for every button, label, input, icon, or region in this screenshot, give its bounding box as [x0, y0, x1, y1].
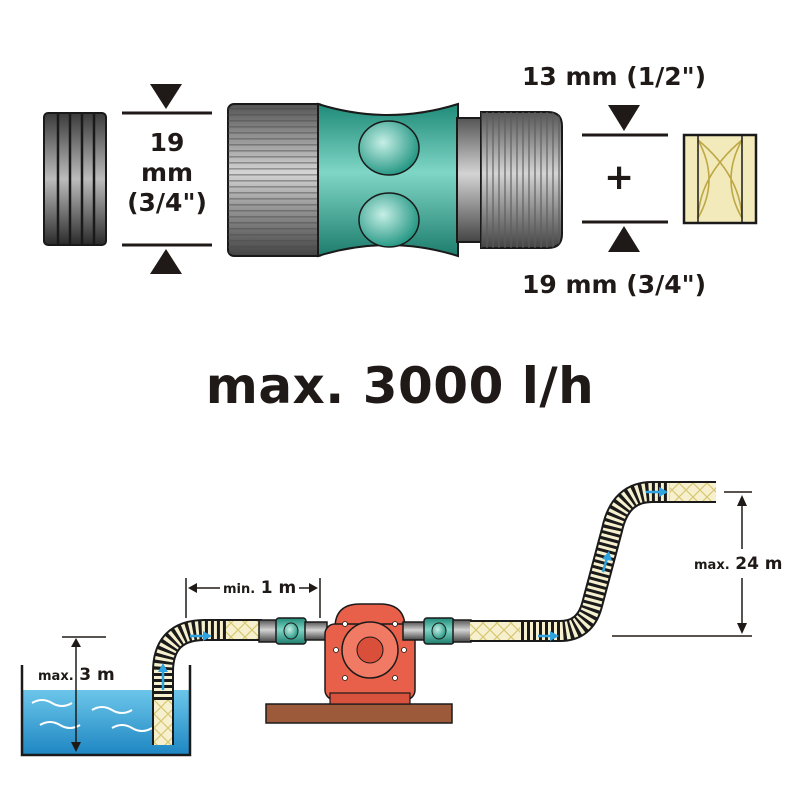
- pump-body: [324, 603, 416, 705]
- suction-value: 3 m: [79, 665, 115, 685]
- delivery-hose: [470, 481, 716, 642]
- flow-arrows: [158, 487, 668, 690]
- coupling-teal-body: [317, 102, 459, 258]
- suction-height-label: max. 3 m: [38, 665, 115, 685]
- suction-prefix: max.: [38, 669, 74, 684]
- distance-value: 1 m: [260, 578, 297, 598]
- delivery-height-marks: [612, 491, 752, 637]
- bottom-right-size-label: 19 mm (3/4"): [522, 270, 707, 299]
- plus-sign: +: [604, 157, 635, 198]
- pump-left-coupling: [258, 617, 328, 645]
- coupling-sleeve: [456, 117, 484, 243]
- suction-height-marks: [62, 636, 106, 752]
- threaded-tap-piece: [43, 112, 107, 246]
- pump-base: [265, 703, 453, 724]
- distance-prefix: min.: [223, 582, 256, 597]
- left-dimension-marks: [122, 84, 212, 274]
- delivery-height-label: max. 24 m: [694, 554, 783, 574]
- left-size-line-2: mm: [140, 158, 194, 187]
- top-right-size-label: 13 mm (1/2"): [522, 62, 707, 91]
- delivery-value: 24 m: [735, 554, 783, 574]
- left-size-label: 19 mm (3/4"): [112, 128, 222, 218]
- right-dimension-marks: [582, 105, 668, 252]
- pump-right-coupling: [402, 617, 472, 645]
- min-distance-label: min. 1 m: [220, 578, 300, 598]
- max-flow-headline: max. 3000 l/h: [205, 357, 595, 415]
- left-size-line-3: (3/4"): [127, 188, 207, 217]
- hose-end: [682, 133, 758, 225]
- coupling-right-nut: [480, 111, 563, 249]
- left-size-line-1: 19: [149, 128, 185, 157]
- delivery-prefix: max.: [694, 558, 730, 573]
- coupling-left-nut: [227, 103, 325, 257]
